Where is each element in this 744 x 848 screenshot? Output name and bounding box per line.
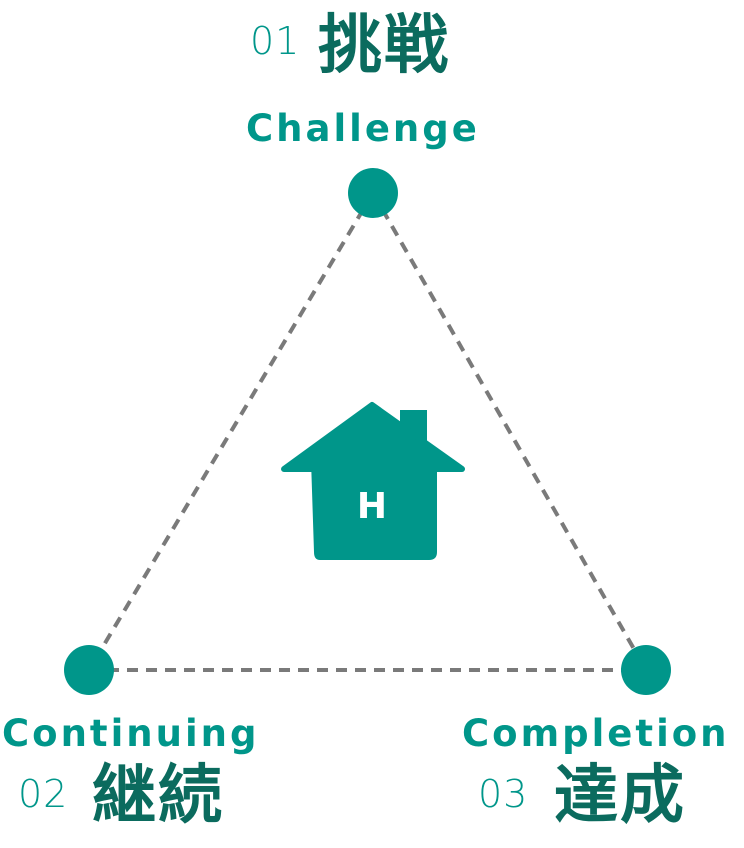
node-completion-number: 03 <box>478 772 529 816</box>
node-completion-kanji: 達成 <box>554 759 686 833</box>
house-letter: H <box>357 486 387 527</box>
node-continuing-english: Continuing <box>2 712 260 755</box>
edge-challenge-completion <box>371 192 648 671</box>
node-challenge-english: Challenge <box>246 107 480 150</box>
node-completion-english: Completion <box>462 712 730 755</box>
house-icon: H <box>281 402 465 560</box>
node-completion-dot <box>621 645 671 695</box>
node-continuing-dot <box>64 645 114 695</box>
node-challenge-dot <box>348 168 398 218</box>
edge-challenge-continuing <box>87 191 375 672</box>
node-challenge-number: 01 <box>250 19 301 63</box>
node-continuing-number: 02 <box>18 772 69 816</box>
node-challenge-kanji: 挑戦 <box>318 9 450 83</box>
node-continuing-kanji: 継続 <box>92 759 224 833</box>
